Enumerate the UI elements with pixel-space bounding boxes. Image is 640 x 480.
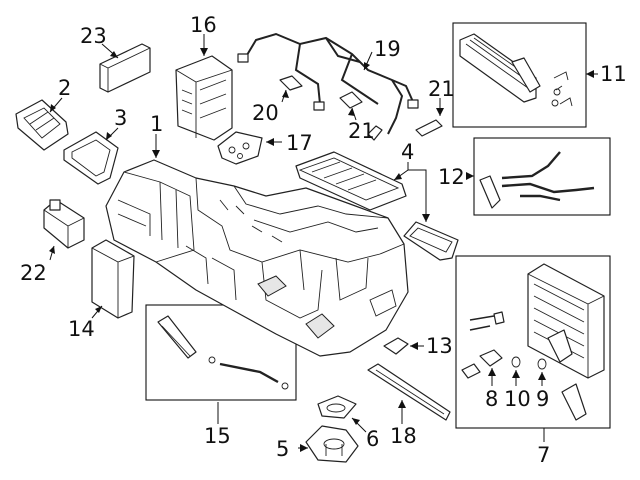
part-8-block — [461, 349, 503, 379]
callout-21-right: 21 — [428, 77, 455, 101]
callout-18: 18 — [390, 424, 417, 448]
callout-14: 14 — [68, 317, 95, 341]
callout-1: 1 — [150, 112, 163, 136]
part-9-oring — [537, 358, 547, 370]
callout-11: 11 — [600, 62, 627, 86]
part-4-seal — [403, 221, 459, 261]
part-16-blower — [175, 55, 233, 141]
part-4-filter — [295, 151, 407, 211]
callout-4: 4 — [401, 140, 414, 164]
callout-17: 17 — [286, 131, 313, 155]
part-12-pipes — [479, 151, 595, 209]
part-14-filter-block — [91, 239, 135, 319]
part-1-hvac-housing — [105, 159, 409, 357]
callout-2: 2 — [58, 76, 71, 100]
part-21-clip-lower — [367, 125, 383, 141]
part-21-clip-left — [339, 91, 363, 109]
callout-6: 6 — [366, 427, 379, 451]
callout-15: 15 — [204, 424, 231, 448]
part-21-clip-right — [415, 119, 443, 137]
inset-box-15 — [145, 304, 297, 401]
part-22-actuator — [43, 199, 85, 249]
part-3-bezel — [63, 131, 119, 185]
callout-22: 22 — [20, 261, 47, 285]
callout-7: 7 — [537, 443, 550, 467]
part-5-blower-motor — [305, 425, 359, 463]
part-17-bracket — [217, 131, 263, 165]
part-19-harness — [237, 32, 419, 135]
part-23-cover — [99, 43, 151, 93]
inset-box-7 — [455, 255, 611, 429]
callout-5: 5 — [276, 437, 289, 461]
part-20-clip — [279, 75, 303, 91]
callout-12: 12 — [438, 165, 465, 189]
inset-box-11 — [452, 22, 587, 128]
callout-3: 3 — [114, 106, 127, 130]
part-10-oring — [511, 356, 521, 368]
callout-8: 8 — [485, 387, 498, 411]
part-6-seal-ring — [317, 395, 357, 419]
part-7-evaporator — [527, 263, 605, 421]
part-13-connector — [383, 337, 409, 355]
part-2-vent — [15, 99, 69, 151]
part-18-duct — [367, 363, 451, 421]
callout-20: 20 — [252, 101, 279, 125]
callout-10: 10 — [504, 387, 531, 411]
arrowheads — [49, 48, 594, 452]
callout-19: 19 — [374, 37, 401, 61]
part-11-heater-core — [459, 33, 573, 107]
callout-21-left: 21 — [348, 119, 375, 143]
part-15-hose — [157, 315, 289, 390]
part-7-bolts — [469, 311, 505, 331]
callout-16: 16 — [190, 13, 217, 37]
callout-13: 13 — [426, 334, 453, 358]
callout-9: 9 — [536, 387, 549, 411]
callout-23: 23 — [80, 24, 107, 48]
